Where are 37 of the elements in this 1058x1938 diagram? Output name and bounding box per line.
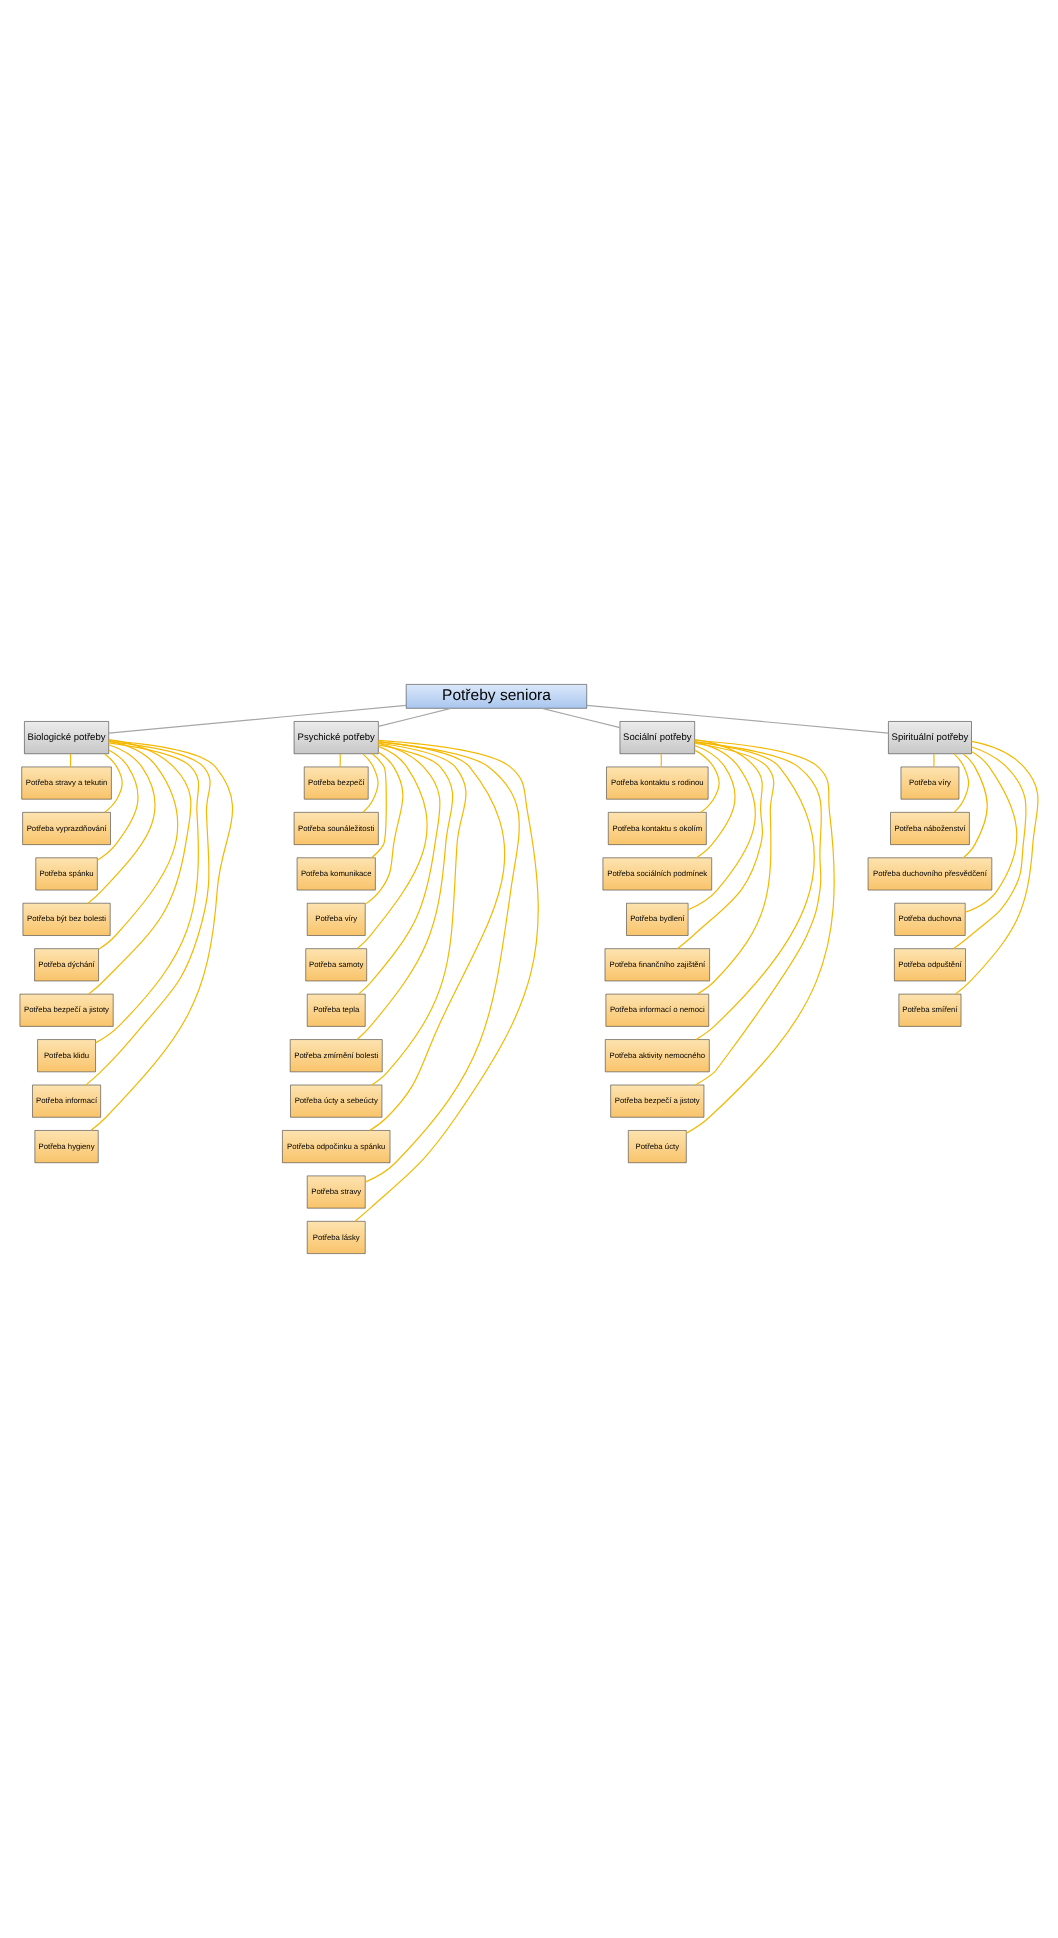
connector [357,742,441,995]
connector [87,744,156,904]
connector [362,753,379,813]
connector [96,749,139,861]
connector [586,704,889,734]
connector [371,742,467,1086]
connector [339,753,341,768]
connector [98,740,179,950]
connector [694,749,720,813]
connector [356,745,428,950]
connector [364,751,404,905]
connector [354,739,539,1222]
connector [694,741,823,1086]
connector [541,707,621,729]
connector [687,741,756,911]
connector [85,740,211,1086]
connector [954,740,1039,995]
connector [953,753,970,813]
connector [685,739,835,1134]
connector [962,753,988,859]
connector [356,744,454,1041]
connector [377,707,452,728]
connector [933,753,935,768]
connector [104,753,123,813]
connector [694,741,815,1040]
connector [88,739,192,995]
connector [95,742,200,1044]
connector [964,750,1018,913]
connector [108,704,407,734]
connector [694,742,775,995]
connector [369,741,506,1131]
connector [694,744,736,859]
connector [364,741,520,1183]
connector [90,739,234,1131]
connector [677,739,764,950]
connector [370,753,387,859]
connector [953,746,1027,950]
